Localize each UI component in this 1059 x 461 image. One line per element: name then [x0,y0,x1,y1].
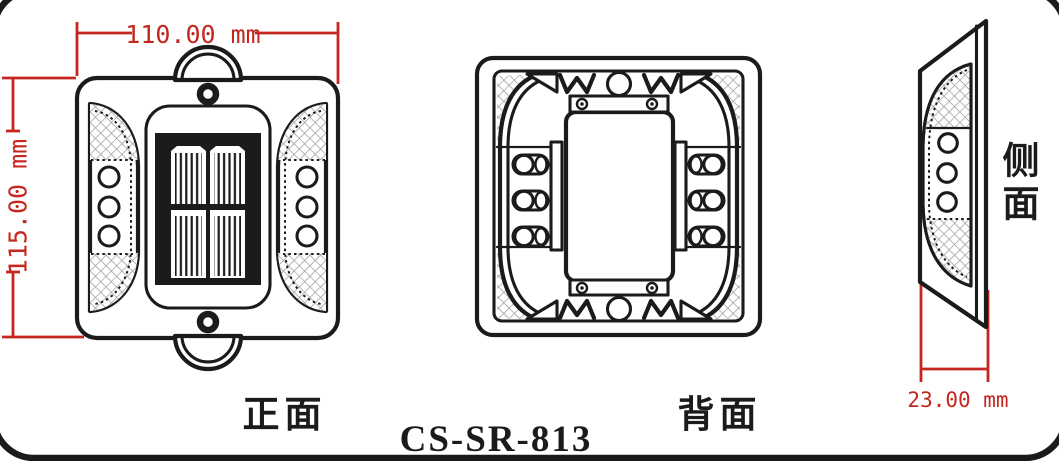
front-view-label: 正面 [242,393,327,436]
front-view-drawing [74,44,341,372]
side-view-drawing [917,18,989,330]
back-view-label: 背面 [677,393,762,436]
back-top-zigzag [527,73,711,96]
front-right-reflector [276,102,328,313]
depth-dimension-label: 23.00 mm [907,388,1009,412]
front-left-reflector [88,102,140,313]
back-center-cover [563,94,676,297]
solar-panel [155,133,261,285]
back-view-drawing [474,55,763,338]
front-mounting-bumps [172,44,244,372]
model-number: CS-SR-813 [399,419,593,460]
side-view-label: 侧面 [996,141,1039,227]
back-bottom-zigzag [527,298,711,321]
dimension-lines [2,22,990,382]
height-dimension-label: 115.00 mm [3,138,33,275]
width-dimension-label: 110.00 mm [125,20,261,49]
